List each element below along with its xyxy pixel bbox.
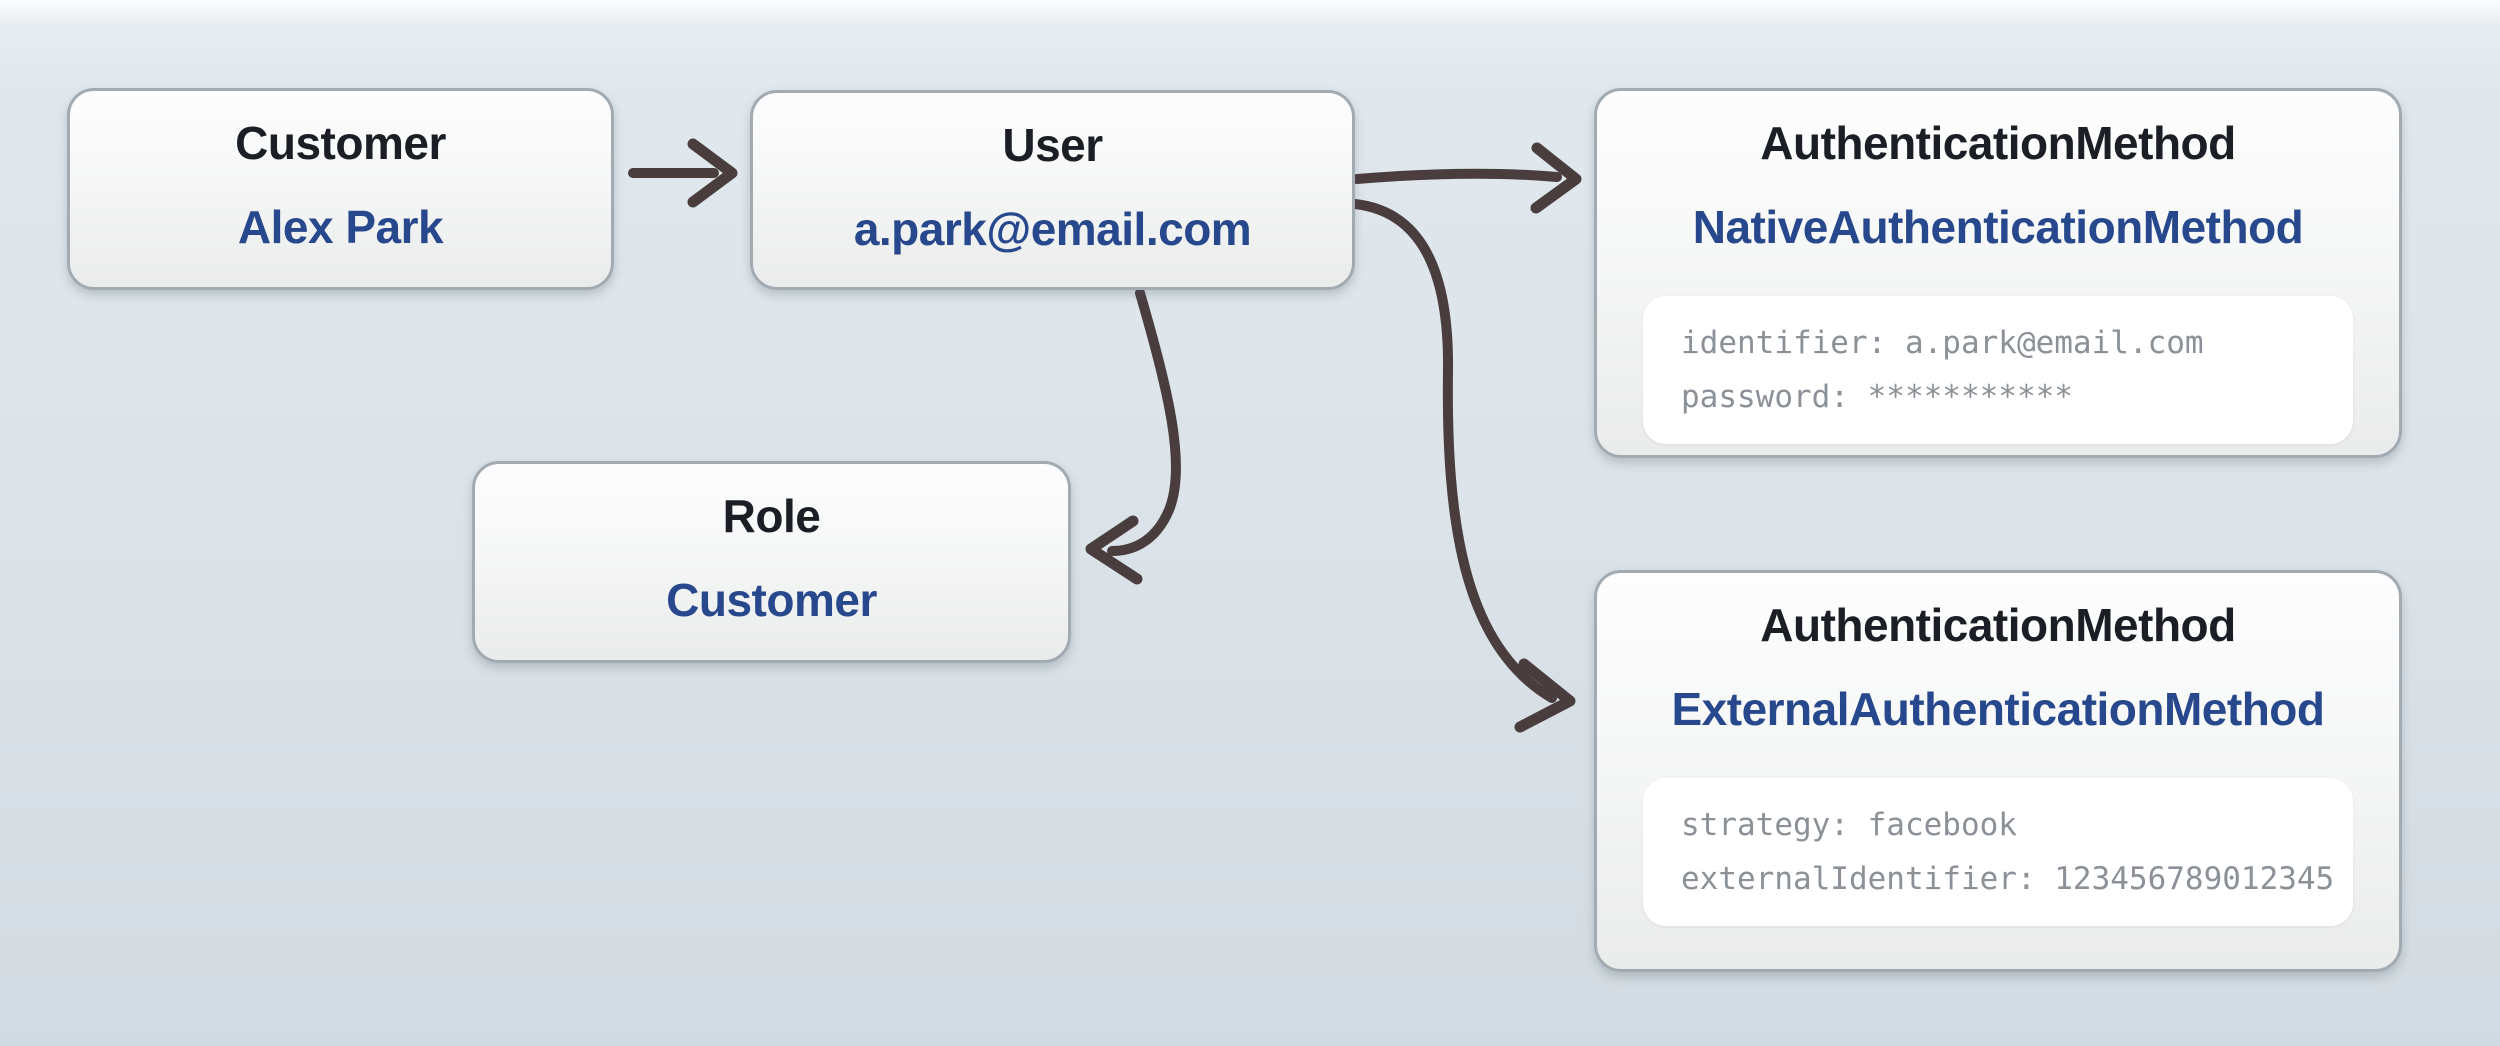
entity-value-label: a.park@email.com [853,203,1252,255]
entity-type-label: User [1002,119,1103,171]
entity-value-label: Customer [666,574,877,626]
entity-value-label: NativeAuthenticationMethod [1692,201,2304,253]
entity-type-label: AuthenticationMethod [1760,599,2236,651]
entity-node-user: User a.park@email.com [750,90,1355,290]
entity-node-external-authentication-method: AuthenticationMethod ExternalAuthenticat… [1594,570,2402,972]
edge-user-to-external-auth [1350,199,1576,733]
arrowhead-right-icon [1530,142,1582,214]
entity-type-label: AuthenticationMethod [1760,117,2236,169]
attributes-panel: identifier: a.park@email.com password: *… [1643,296,2353,444]
arrowhead-right-icon [1514,658,1576,733]
entity-type-label: Role [722,490,821,542]
entity-node-role: Role Customer [472,461,1071,663]
edge-user-to-role [1085,288,1181,585]
entity-type-label: Customer [235,117,446,169]
entity-value-label: ExternalAuthenticationMethod [1671,683,2325,735]
attributes-panel: strategy: facebook externalIdentifier: 1… [1643,778,2353,926]
attribute-external-identifier: externalIdentifier: 123456789012345 [1681,861,2335,897]
entity-value-label: Alex Park [237,201,444,253]
entity-node-native-authentication-method: AuthenticationMethod NativeAuthenticatio… [1594,88,2402,458]
attribute-identifier: identifier: a.park@email.com [1681,325,2204,361]
attribute-strategy: strategy: facebook [1681,807,2017,843]
edge-user-to-native-auth [1352,142,1582,214]
entity-node-customer: Customer Alex Park [67,88,614,290]
attribute-password: password: *********** [1681,379,2073,415]
arrowhead-left-icon [1085,515,1143,585]
arrowhead-right-icon [687,138,738,208]
edge-customer-to-user [628,138,738,208]
